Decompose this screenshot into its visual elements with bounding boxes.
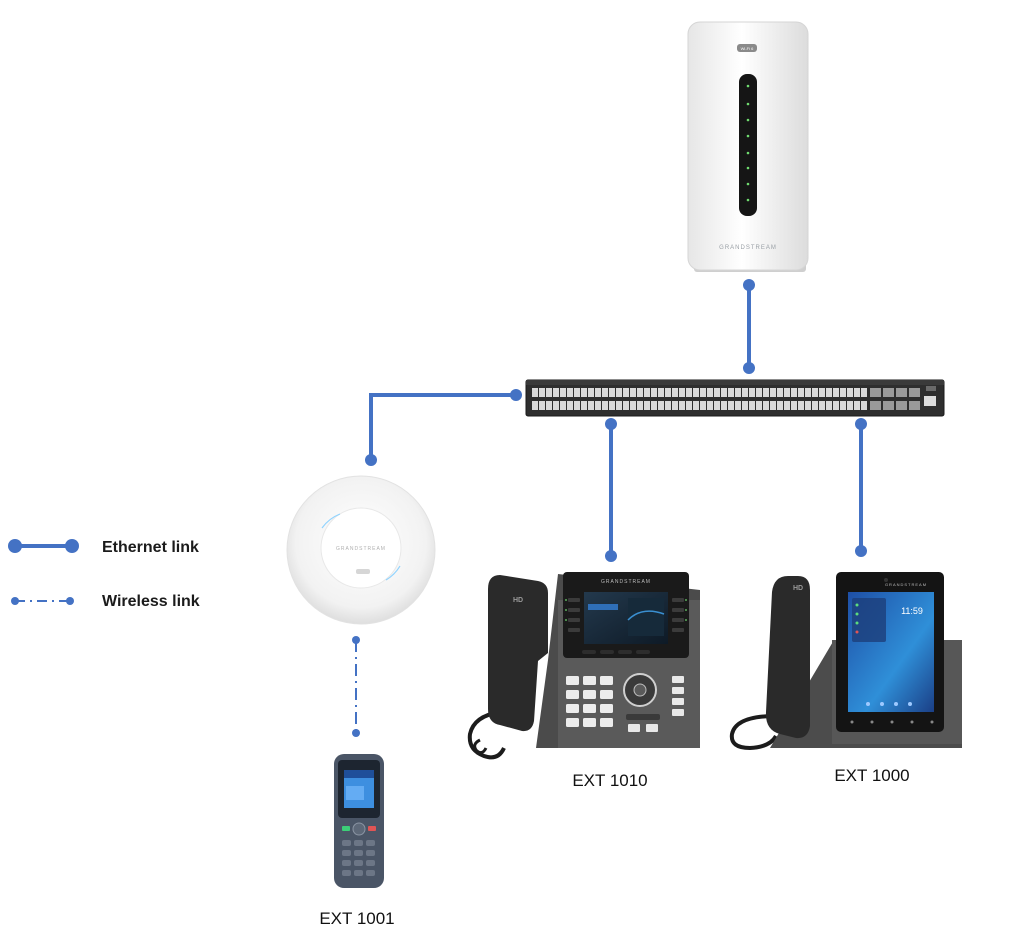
network-switch [525,379,945,417]
router-brand: GRANDSTREAM [719,245,777,251]
links [365,279,867,562]
legend-wireless: Wireless link [11,593,200,610]
ethernet-link-switch-ap [365,389,522,466]
access-point: GRANDSTREAM [286,475,436,625]
label-ext-1001: EXT 1001 [319,909,394,928]
ethernet-link-switch-ext1010 [605,418,617,562]
svg-text:HD: HD [513,597,523,604]
router-badge: Wi-Fi 6 [741,46,754,51]
video-phone-ext-1000: HD GRANDSTREAM 11:59 [729,572,962,751]
legend-wireless-label: Wireless link [102,593,200,610]
label-ext-1000: EXT 1000 [834,766,909,785]
cordless-handset-ext-1001 [334,754,384,888]
ethernet-link-switch-ext1000 [855,418,867,557]
wireless-link-ap-ext1001 [352,636,360,737]
router-device: Wi-Fi 6 GRANDSTREAM [687,21,809,272]
label-ext-1010: EXT 1010 [572,771,647,790]
desk-phone-ext-1010: HD GRANDSTREAM [467,572,700,760]
legend: Ethernet link Wireless link [8,539,200,610]
legend-ethernet: Ethernet link [8,539,199,556]
ext1000-clock: 11:59 [901,606,923,616]
router-led-panel [739,74,757,216]
legend-ethernet-label: Ethernet link [102,539,199,556]
ap-brand: GRANDSTREAM [336,546,386,552]
switch-ports [532,388,920,410]
ext1000-brand: GRANDSTREAM [885,582,927,587]
ext1010-brand: GRANDSTREAM [601,579,651,585]
svg-text:HD: HD [793,585,803,592]
ext1001-keypad [342,840,375,876]
ethernet-link-router-switch [743,279,755,374]
ext1010-keypad [566,676,613,727]
